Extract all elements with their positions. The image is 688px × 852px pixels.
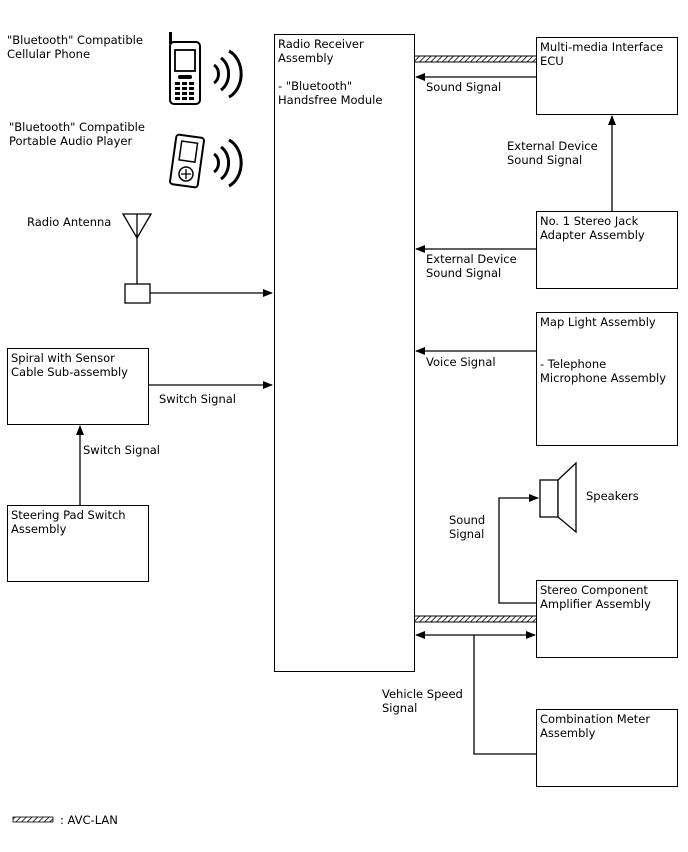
sound-signal-ecu-label: Sound Signal — [426, 80, 502, 94]
ext-sound-to-radio-label: External Device Sound Signal — [426, 252, 517, 280]
speaker-icon — [539, 461, 577, 534]
legend-avc-lan-label: : AVC-LAN — [60, 813, 118, 827]
cellular-phone-icon — [169, 32, 243, 105]
avc-lan-bus-amplifier — [413, 615, 538, 623]
legend-avc-lan-swatch — [12, 816, 54, 823]
avc-lan-bus-ecu — [413, 55, 538, 63]
antenna-icon — [121, 213, 153, 304]
steering-switch-box: Steering Pad Switch Assembly — [7, 505, 149, 582]
switch-signal-right-label: Switch Signal — [159, 392, 237, 406]
phone-label: "Bluetooth" Compatible Cellular Phone — [7, 33, 143, 61]
stereo-amp-label: Stereo Component Amplifier Assembly — [540, 583, 651, 611]
steering-switch-label: Steering Pad Switch Assembly — [11, 508, 126, 536]
ext-sound-to-ecu-label: External Device Sound Signal — [507, 139, 598, 167]
stereo-amp-box: Stereo Component Amplifier Assembly — [536, 580, 678, 658]
audio-player-icon — [169, 133, 243, 189]
audio-player-label: "Bluetooth" Compatible Portable Audio Pl… — [9, 120, 145, 148]
multimedia-ecu-label: Multi-media Interface ECU — [540, 40, 664, 68]
combination-meter-box: Combination Meter Assembly — [536, 709, 678, 787]
voice-signal-label: Voice Signal — [426, 355, 496, 369]
multimedia-ecu-box: Multi-media Interface ECU — [536, 37, 678, 115]
spiral-cable-box: Spiral with Sensor Cable Sub-assembly — [7, 348, 149, 425]
antenna-label: Radio Antenna — [27, 215, 112, 229]
stereo-jack-box: No. 1 Stereo Jack Adapter Assembly — [536, 211, 678, 289]
wire-sound-signal-speaker — [498, 494, 539, 604]
map-light-box: Map Light Assembly - Telephone Microphon… — [536, 312, 678, 446]
stereo-jack-label: No. 1 Stereo Jack Adapter Assembly — [540, 214, 645, 242]
radio-receiver-label: Radio Receiver Assembly - "Bluetooth" Ha… — [278, 37, 383, 107]
speakers-label: Speakers — [586, 489, 639, 503]
map-light-label: Map Light Assembly - Telephone Microphon… — [540, 315, 667, 385]
sound-signal-speaker-label: Sound Signal — [449, 513, 486, 541]
vehicle-speed-label: Vehicle Speed Signal — [382, 687, 463, 715]
switch-signal-up-label: Switch Signal — [83, 443, 161, 457]
spiral-cable-label: Spiral with Sensor Cable Sub-assembly — [11, 351, 128, 379]
wire-vehicle-speed-meter — [473, 635, 537, 755]
combination-meter-label: Combination Meter Assembly — [540, 712, 651, 740]
radio-receiver-box: Radio Receiver Assembly - "Bluetooth" Ha… — [274, 34, 415, 672]
